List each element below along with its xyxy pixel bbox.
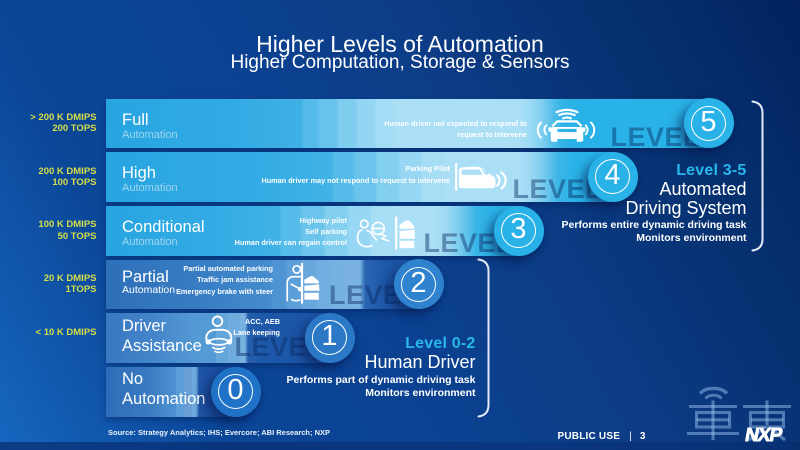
svg-text:NXP: NXP <box>743 425 784 446</box>
